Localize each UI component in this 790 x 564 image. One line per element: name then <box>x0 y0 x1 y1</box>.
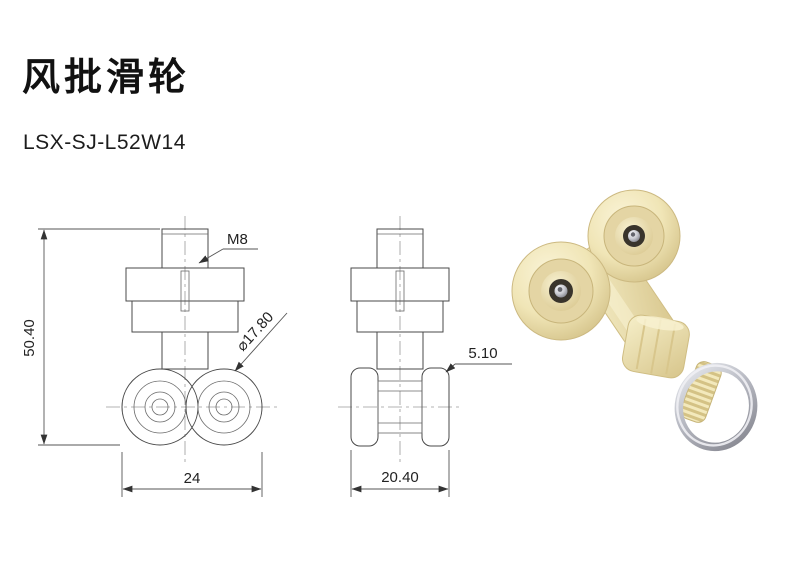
front-body-slot <box>180 270 190 312</box>
dim-height-label: 50.40 <box>21 319 38 357</box>
photo-back-wheel <box>587 189 681 283</box>
side-view-dimensions: 5.10 20.40 <box>350 345 512 497</box>
side-view-drawing <box>338 216 462 464</box>
dim-width2040-label: 20.40 <box>381 469 419 486</box>
product-photo <box>511 189 758 452</box>
dim-thread-leader <box>198 248 224 264</box>
front-view-dimensions: 50.40 M8 ⌀17.80 24 <box>21 228 288 497</box>
dim-flange-leader <box>445 363 456 373</box>
front-view-drawing <box>106 216 278 464</box>
photo-key-ring <box>674 362 758 452</box>
photo-front-wheel <box>511 241 611 341</box>
front-right-wheel <box>185 368 263 446</box>
dim-width24-label: 24 <box>184 470 201 487</box>
side-body-slot <box>395 270 405 312</box>
page-title: 风批滑轮 <box>22 57 191 99</box>
side-hub <box>377 380 423 434</box>
model-number: LSX-SJ-L52W14 <box>23 131 186 154</box>
dim-flange-label: 5.10 <box>468 345 497 362</box>
dim-diameter-leader <box>234 312 288 372</box>
side-threaded-neck <box>376 331 424 370</box>
dim-thread-label: M8 <box>227 231 248 248</box>
front-threaded-neck <box>161 331 209 370</box>
photo-hex-nut <box>621 314 690 379</box>
